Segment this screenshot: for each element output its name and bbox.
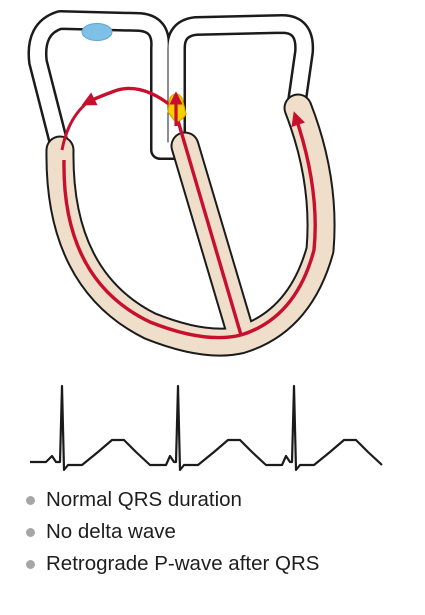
- ventricles: [45, 93, 336, 357]
- sa-node-blob: [81, 23, 113, 41]
- atria: [27, 10, 315, 160]
- list-item: Normal QRS duration: [26, 484, 319, 516]
- bullet-text: Retrograde P-wave after QRS: [46, 552, 320, 575]
- conduction-pathway: [60, 86, 317, 340]
- right-ventricle-path: [240, 111, 317, 337]
- ecg-trace: [30, 384, 383, 472]
- atria-inner: [29, 12, 312, 158]
- list-item: No delta wave: [26, 516, 319, 548]
- septal-bundle-path: [174, 113, 243, 336]
- retrograde-atrial-arrow: [81, 86, 176, 110]
- bullet-dot-icon: [26, 495, 35, 505]
- left-ventricle-path: [62, 159, 242, 340]
- list-item: Retrograde P-wave after QRS: [26, 548, 319, 580]
- bullet-text: Normal QRS duration: [46, 488, 242, 511]
- bullet-text: No delta wave: [46, 520, 176, 543]
- feature-list: Normal QRS duration No delta wave Retrog…: [26, 484, 319, 580]
- bullet-dot-icon: [26, 559, 35, 569]
- atrial-return-line: [60, 100, 89, 151]
- bullet-dot-icon: [26, 527, 35, 537]
